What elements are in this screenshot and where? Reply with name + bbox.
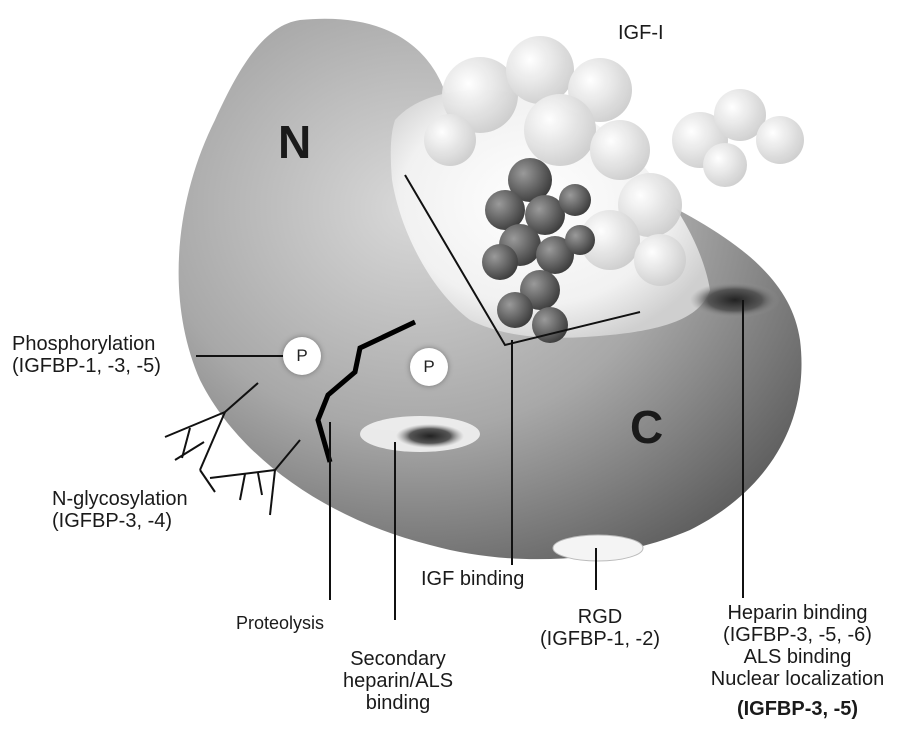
phosphorylation-members: (IGFBP-1, -3, -5) [12, 355, 161, 377]
phosphorylation-title: Phosphorylation [12, 333, 161, 355]
rgd-label: RGD (IGFBP-1, -2) [520, 606, 680, 650]
secondary-heparin-line3: binding [333, 692, 463, 714]
heparin-members: (IGFBP-3, -5, -6) [690, 624, 905, 646]
heparin-title: Heparin binding [690, 602, 905, 624]
heparin-binding-site [690, 282, 780, 318]
heparin-binding-label: Heparin binding (IGFBP-3, -5, -6) ALS bi… [690, 602, 905, 720]
secondary-heparin-site [396, 424, 464, 448]
secondary-heparin-line1: Secondary [333, 648, 463, 670]
secondary-heparin-label: Secondary heparin/ALS binding [333, 648, 463, 714]
rgd-members: (IGFBP-1, -2) [520, 628, 680, 650]
glycosylation-members: (IGFBP-3, -4) [52, 510, 188, 532]
n-domain-label: N [278, 115, 311, 169]
secondary-heparin-line2: heparin/ALS [333, 670, 463, 692]
nuclear-localization-title: Nuclear localization [690, 668, 905, 690]
phosphorylation-site-n: P [283, 337, 321, 375]
rgd-title: RGD [520, 606, 680, 628]
igf-i-label: IGF-I [618, 22, 664, 44]
glycosylation-label: N-glycosylation (IGFBP-3, -4) [52, 488, 188, 532]
proteolysis-label: Proteolysis [236, 612, 324, 634]
c-domain-label: C [630, 400, 663, 454]
glycosylation-title: N-glycosylation [52, 488, 188, 510]
nuclear-localization-members: (IGFBP-3, -5) [690, 698, 905, 720]
igf-binding-label: IGF binding [421, 568, 524, 590]
phosphorylation-site-linker: P [410, 348, 448, 386]
phosphorylation-label: Phosphorylation (IGFBP-1, -3, -5) [12, 333, 161, 377]
als-binding-title: ALS binding [690, 646, 905, 668]
rgd-site [553, 535, 643, 561]
